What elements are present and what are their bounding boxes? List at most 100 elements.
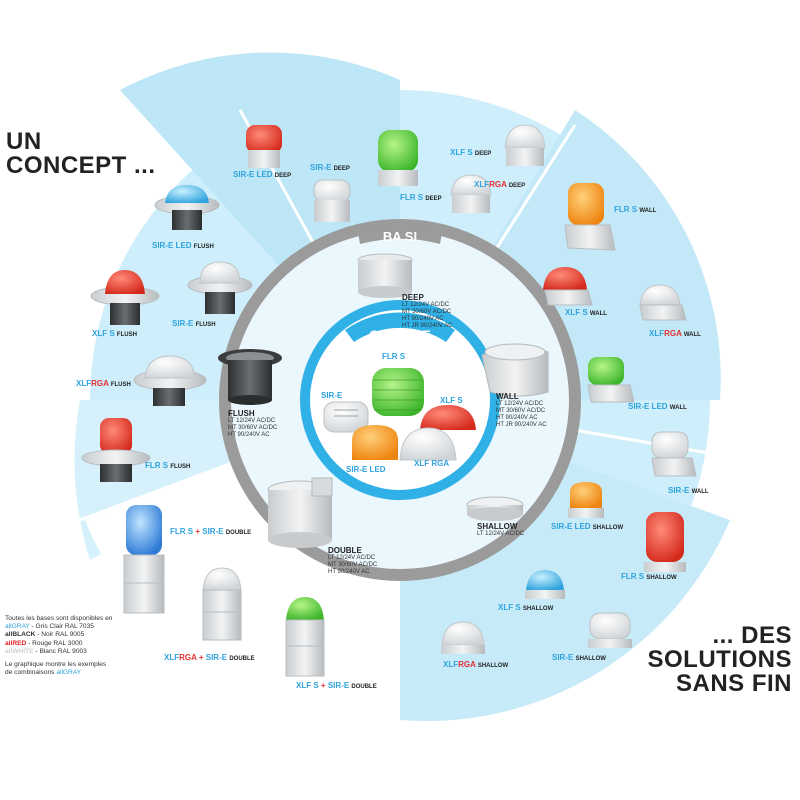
- label-base: DOUBLE: [229, 656, 255, 662]
- notes-gray-line: allGRAY - Gris Clair RAL 7035: [5, 623, 112, 631]
- label-flr-sire-double: FLR S + SIR-E DOUBLE: [170, 527, 252, 537]
- label-flr-deep: FLR S DEEP: [400, 194, 442, 203]
- headline-left-line-2: CONCEPT ...: [6, 152, 156, 179]
- headline-right-line-3: SANS FIN: [675, 670, 792, 697]
- base-deep-spec: DEEP LT 12/24V AC/DC MT 30/60V AC/DC HT …: [402, 293, 453, 330]
- label-sire-deep: SIR-E DEEP: [310, 163, 350, 173]
- label-base: FLUSH: [195, 322, 216, 328]
- label-xlf-sire-double: XLF S + SIR-E DOUBLE: [296, 681, 377, 691]
- base-flush-spec-line: HT 90/240V AC: [228, 431, 270, 438]
- label-model-b: SIR-E: [202, 527, 224, 536]
- notes-gray-name: allGRAY: [5, 623, 30, 631]
- base-double-image: [267, 477, 333, 548]
- cover-xlf-rga-white-image: [399, 427, 457, 461]
- label-sire-wall: SIR-E WALL: [668, 487, 709, 496]
- label-sire-led-shallow: SIR-E LED SHALLOW: [551, 522, 624, 532]
- sire-wall-image: [651, 431, 697, 477]
- xlf-sire-double-image: [285, 597, 325, 677]
- base-double-spec: DOUBLE LT 12/24V AC/DC MT 30/60V AC/DC H…: [328, 546, 377, 576]
- cover-xlf-rga-text: XLF RGA: [414, 459, 450, 468]
- label-base: SHALLOW: [477, 663, 509, 669]
- label-base: FLUSH: [170, 464, 191, 470]
- notes-white-name: allWHITE: [5, 647, 34, 655]
- label-base: FLUSH: [116, 332, 137, 338]
- cover-flr-green-image: [372, 368, 424, 416]
- label-plus: +: [198, 653, 204, 662]
- cover-xlf-text: XLF S: [440, 396, 463, 405]
- notes-black-desc: - Noir RAL 9005: [35, 631, 85, 639]
- label-model: XLF S: [498, 603, 521, 612]
- label-model-b: RGA: [458, 660, 476, 669]
- label-xlf-flush: XLF S FLUSH: [92, 330, 137, 339]
- label-base: FLUSH: [110, 382, 131, 388]
- flr-wall-image: [564, 183, 616, 251]
- headline-left-line-1: UN: [6, 128, 42, 155]
- xlf-rga-wall-image: [639, 284, 687, 321]
- base-deep-title: DEEP: [402, 293, 424, 302]
- label-sire-led-flush: SIR-E LED FLUSH: [152, 241, 214, 251]
- label-plus: +: [320, 681, 326, 690]
- label-model-b: RGA: [664, 329, 682, 338]
- label-flr-flush: FLR S FLUSH: [145, 462, 191, 471]
- label-xlf-rga-shallow: XLFRGA SHALLOW: [443, 660, 509, 670]
- label-model: SIR-E: [172, 319, 194, 328]
- label-base: FLUSH: [193, 244, 214, 250]
- cover-flr-text: FLR S: [382, 352, 406, 361]
- flr-shallow-image: [644, 512, 686, 572]
- label-model: FLR S: [614, 205, 638, 214]
- label-base: SHALLOW: [646, 575, 677, 581]
- xlf-rga-flush-image: [133, 355, 207, 406]
- label-model: SIR-E LED: [152, 241, 192, 250]
- label-xlf-rga-sire-double: XLFRGA + SIR-E DOUBLE: [164, 653, 255, 663]
- bases-ring-label: BA SI: [383, 229, 417, 244]
- base-wall-image: [481, 343, 549, 397]
- label-model-b: RGA: [489, 180, 507, 189]
- xlf-rga-sire-double-image: [202, 567, 242, 641]
- label-model: SIR-E: [310, 163, 332, 172]
- base-shallow-spec: SHALLOW LT 12/24V AC/DC: [477, 522, 524, 538]
- label-model-b: SIR-E: [205, 653, 228, 662]
- label-base: DOUBLE: [225, 530, 252, 536]
- label-model: XLF S: [450, 148, 473, 157]
- base-wall-spec-line: HT 90/240V AC: [496, 414, 538, 421]
- notes-gray-desc: - Gris Clair RAL 7035: [29, 623, 94, 631]
- label-model-a: XLF: [76, 379, 92, 388]
- headline-left: UN CONCEPT ...: [6, 130, 156, 178]
- base-deep-image: [357, 253, 413, 298]
- label-flr-shallow: FLR S SHALLOW: [621, 573, 677, 582]
- cover-xlf-rga-label: XLF RGA: [414, 460, 449, 468]
- cover-sire-image: [323, 401, 369, 433]
- notes-outro-a: Le graphique montre les exemples: [5, 661, 107, 669]
- headline-right-line-1: ... DES: [712, 622, 792, 649]
- label-base: WALL: [669, 405, 687, 411]
- label-xlf-rga-wall: XLFRGA WALL: [649, 329, 701, 339]
- label-model-a: XLF: [649, 329, 665, 338]
- base-flush-title: FLUSH: [228, 409, 255, 418]
- label-model-a: XLF: [443, 660, 459, 669]
- xlf-shallow-image: [525, 570, 565, 599]
- base-flush-spec: FLUSH LT 12/24V AC/DC MT 30/60V AC/DC HT…: [228, 409, 277, 439]
- label-model: SIR-E LED: [551, 522, 591, 531]
- label-base: SHALLOW: [592, 525, 624, 531]
- cover-xlf-label: XLF S: [440, 397, 463, 405]
- label-flr-wall: FLR S WALL: [614, 205, 656, 215]
- sire-led-deep-image: [246, 125, 282, 168]
- label-base: WALL: [683, 332, 701, 338]
- label-model-a: XLF S: [296, 681, 319, 690]
- label-model: XLF S: [565, 308, 588, 317]
- base-double-spec-line: LT 12/24V AC/DC: [328, 555, 376, 562]
- cover-sire-led-label: SIR-E LED: [346, 466, 386, 474]
- label-base: DEEP: [333, 166, 350, 172]
- headline-right: ... DES SOLUTIONS SANS FIN: [647, 624, 792, 696]
- base-deep-spec-line: HT 90/240V AC: [402, 315, 444, 322]
- color-availability-notes: Toutes les bases sont disponibles en all…: [5, 615, 112, 678]
- label-model: SIR-E LED: [233, 170, 273, 179]
- label-xlf-wall: XLF S WALL: [565, 308, 607, 318]
- base-wall-spec-line: HT JR 90/240V AC: [496, 421, 547, 428]
- notes-outro-gray: allGRAY: [56, 669, 82, 677]
- base-shallow-title: SHALLOW: [477, 522, 518, 531]
- notes-red-line: allRED - Rouge RAL 3000: [5, 640, 112, 648]
- label-model: SIR-E LED: [628, 402, 668, 411]
- label-model-a: FLR S: [170, 527, 194, 536]
